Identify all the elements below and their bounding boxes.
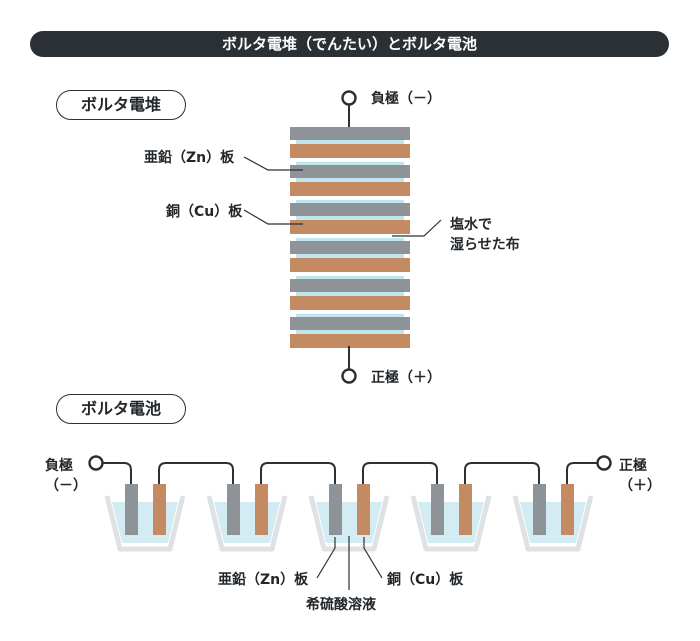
connecting-wire	[260, 462, 336, 484]
pile-cloth-layer	[296, 330, 404, 334]
cell-copper-leader	[363, 537, 383, 579]
pile-cloth-label-2: 湿らせた布	[450, 237, 520, 253]
pile-negative-terminal	[341, 90, 357, 106]
cell-positive-label-2: （＋）	[619, 478, 661, 494]
pile-cloth-layer	[296, 178, 404, 182]
cell-negative-label-2: （－）	[45, 478, 87, 494]
cell-zinc-plate	[329, 484, 342, 535]
pile-cloth-layer	[296, 314, 404, 317]
pile-copper-plate	[290, 144, 410, 158]
cell-electrolyte-label: 希硫酸溶液	[306, 597, 376, 613]
pile-copper-plate	[290, 334, 410, 348]
cell-copper-plate	[255, 484, 268, 535]
pile-zinc-label: 亜鉛（Zn）板	[144, 150, 235, 166]
cell-zinc-label: 亜鉛（Zn）板	[218, 572, 309, 588]
cell-copper-plate	[561, 484, 574, 535]
electrolyte-liquid	[520, 502, 586, 543]
voltaic-cell-chain	[88, 455, 612, 590]
negative-wire	[102, 462, 132, 484]
cell-zinc-plate	[533, 484, 546, 535]
connecting-wire	[362, 462, 438, 484]
pile-cloth-layer	[296, 276, 404, 279]
cell-negative-terminal	[88, 455, 104, 471]
pile-copper-plate	[290, 296, 410, 310]
beaker	[104, 495, 186, 552]
pile-zinc-plate	[290, 165, 410, 178]
diagram-title: ボルタ電堆（でんたい）とボルタ電池	[30, 31, 669, 57]
cell-negative-label-1: 負極	[45, 458, 73, 474]
pile-zinc-plate	[290, 317, 410, 330]
pile-copper-plate	[290, 258, 410, 272]
pile-cloth-layer	[296, 254, 404, 258]
cell-positive-label-1: 正極	[619, 458, 647, 474]
pile-negative-label: 負極（－）	[371, 91, 441, 107]
pile-zinc-plate	[290, 241, 410, 254]
pile-cloth-layer	[296, 200, 404, 203]
zinc-leader-line	[243, 156, 303, 171]
copper-leader-line	[243, 209, 303, 225]
beaker	[512, 495, 594, 552]
pile-cloth-layer	[296, 238, 404, 241]
pile-positive-terminal	[341, 368, 357, 384]
cloth-leader-line	[392, 219, 442, 237]
positive-wire	[566, 462, 598, 484]
cell-zinc-leader	[316, 537, 336, 579]
beaker	[206, 495, 288, 552]
cell-copper-plate	[153, 484, 166, 535]
pile-cloth-label-1: 塩水で	[450, 217, 492, 233]
cell-copper-label: 銅（Cu）板	[387, 572, 464, 588]
electrolyte-liquid	[418, 502, 484, 543]
cell-zinc-plate	[431, 484, 444, 535]
pile-zinc-plate	[290, 279, 410, 292]
pile-copper-plate	[290, 220, 410, 234]
cell-positive-terminal	[596, 455, 612, 471]
beaker	[410, 495, 492, 552]
pile-positive-label: 正極（＋）	[371, 370, 441, 386]
connecting-wire	[464, 462, 540, 484]
pile-zinc-plate	[290, 203, 410, 216]
pile-cloth-layer	[296, 140, 404, 144]
electrolyte-liquid	[112, 502, 178, 543]
cell-zinc-plate	[125, 484, 138, 535]
pile-cloth-layer	[296, 162, 404, 165]
voltaic-pile	[243, 90, 442, 384]
pile-cloth-layer	[296, 216, 404, 220]
cell-copper-plate	[357, 484, 370, 535]
pile-copper-plate	[290, 182, 410, 196]
connecting-wire	[158, 462, 234, 484]
pile-copper-label: 銅（Cu）板	[166, 204, 243, 220]
pile-zinc-plate	[290, 127, 410, 140]
voltaic-cell-label: ボルタ電池	[56, 394, 186, 424]
pile-cloth-layer	[296, 292, 404, 296]
electrolyte-liquid	[214, 502, 280, 543]
voltaic-pile-label: ボルタ電堆	[56, 90, 186, 120]
cell-zinc-plate	[227, 484, 240, 535]
cell-copper-plate	[459, 484, 472, 535]
